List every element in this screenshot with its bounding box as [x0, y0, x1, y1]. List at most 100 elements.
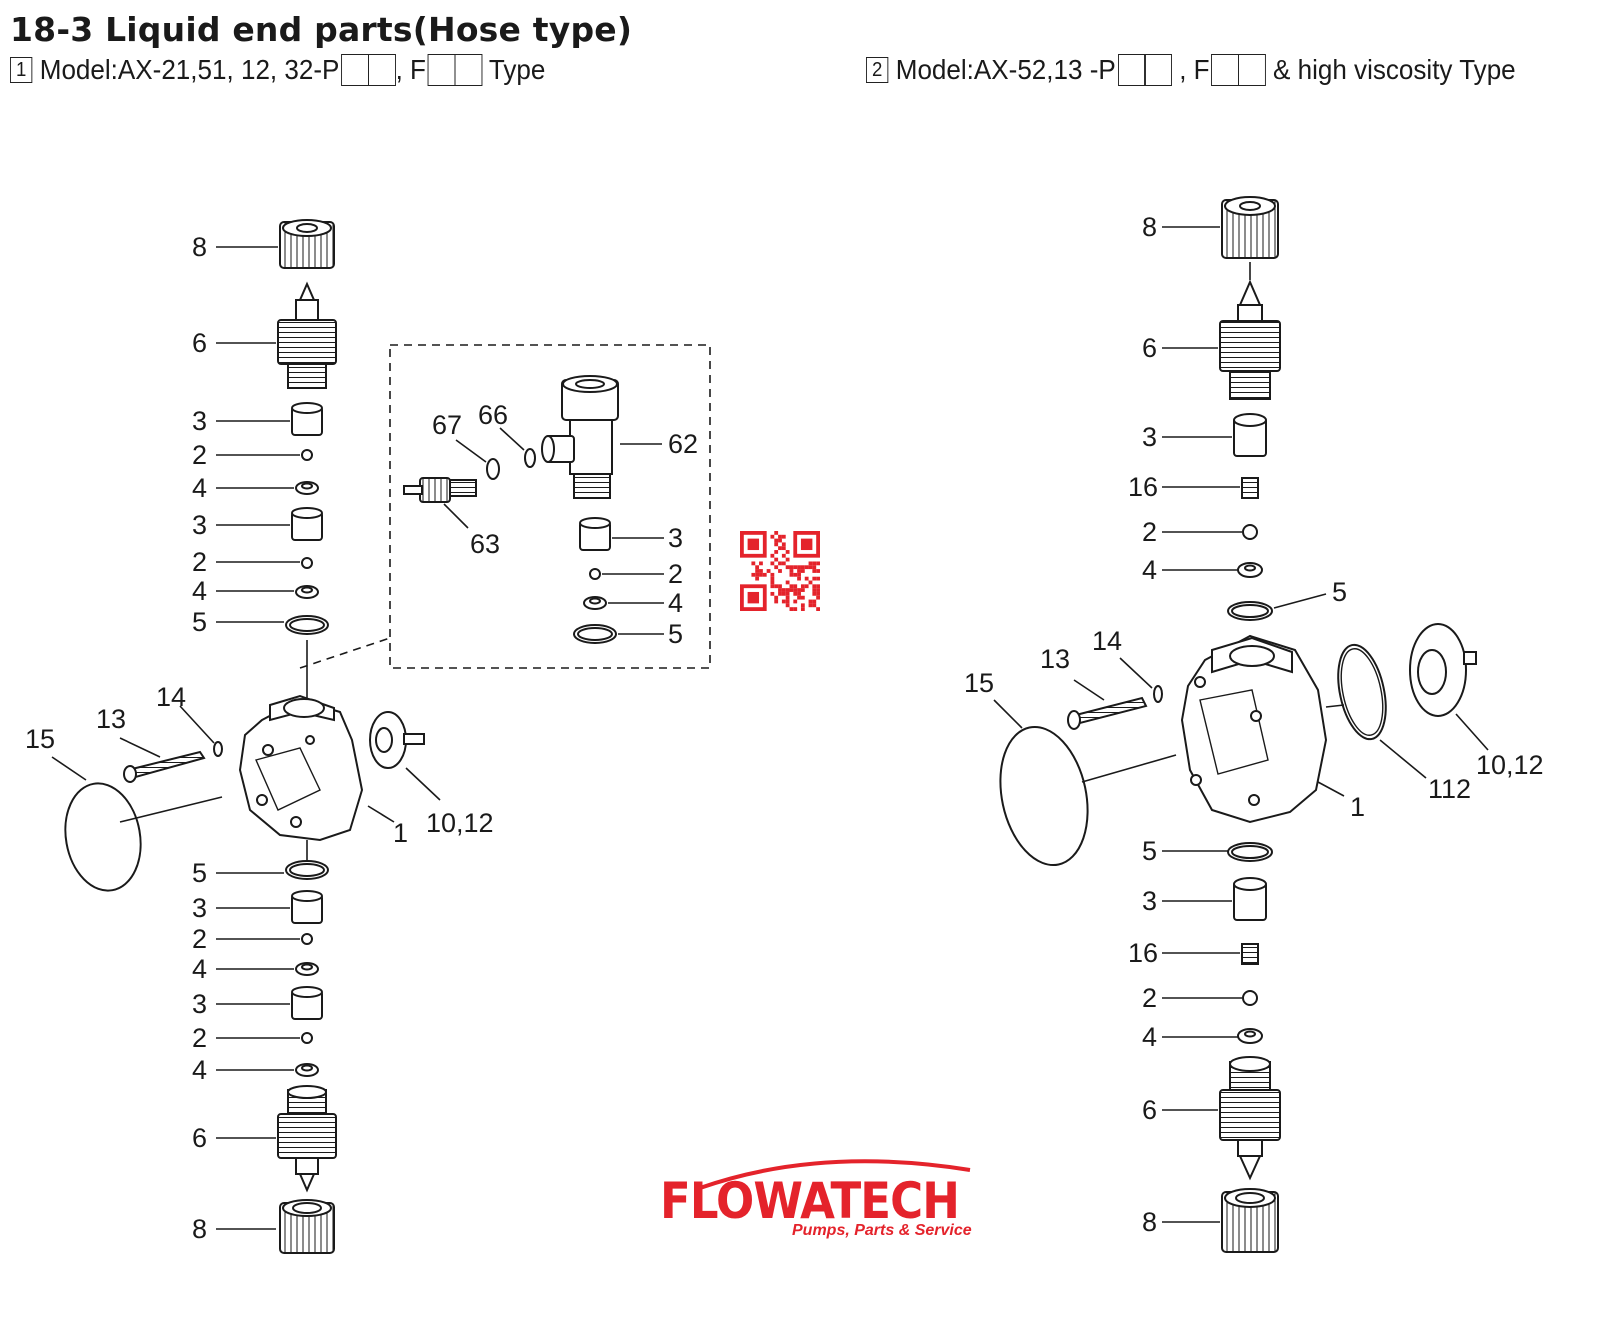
label-3: 3	[192, 510, 207, 540]
label-112: 112	[1428, 774, 1471, 804]
label-8: 8	[1142, 1207, 1157, 1237]
label-66: 66	[478, 400, 508, 430]
label-3: 3	[668, 523, 683, 553]
inset-connector	[299, 637, 391, 669]
valve-stack-lower	[285, 860, 329, 1077]
blank-box	[1211, 54, 1240, 86]
label-6: 6	[192, 328, 207, 358]
label-14: 14	[156, 682, 186, 712]
adjust-screw	[403, 477, 477, 503]
blank-box	[454, 54, 483, 86]
label-2: 2	[668, 559, 683, 589]
valve-stack-lower-right	[1227, 842, 1273, 1044]
label-4: 4	[1142, 1022, 1157, 1052]
label-2: 2	[192, 440, 207, 470]
cover-plate-left	[64, 782, 223, 892]
blank-box	[1117, 54, 1146, 86]
blank-box	[427, 54, 456, 86]
leader-lines-right	[993, 226, 1489, 1223]
bolt-and-washer-left	[123, 741, 223, 783]
hose-fitting-bottom-right	[1219, 1056, 1281, 1181]
pump-head-body-right	[1180, 634, 1328, 824]
model-2-prefix: Model:AX-52,13 -P	[895, 54, 1116, 85]
label-3: 3	[192, 989, 207, 1019]
label-67: 67	[432, 410, 462, 440]
o-ring-67	[486, 458, 500, 480]
label-4: 4	[1142, 555, 1157, 585]
label-6: 6	[1142, 1095, 1157, 1125]
page-title: 18-3 Liquid end parts(Hose type)	[10, 10, 633, 49]
blank-box	[1237, 54, 1266, 86]
o-ring-112	[1337, 643, 1387, 741]
qr-code	[740, 531, 820, 611]
label-2: 2	[1142, 517, 1157, 547]
label-3: 3	[1142, 422, 1157, 452]
right-assembly: 8 6 3 16 2 4 5 13 14 15 1 112 10,12 5 3 …	[964, 196, 1544, 1253]
cap-nut-top	[279, 219, 335, 269]
label-6: 6	[192, 1123, 207, 1153]
model-1-prefix: Model:AX-21,51, 12, 32-P	[39, 54, 340, 85]
label-3: 3	[192, 406, 207, 436]
label-6: 6	[1142, 333, 1157, 363]
label-2: 2	[192, 547, 207, 577]
label-2: 2	[1142, 983, 1157, 1013]
label-4: 4	[192, 954, 207, 984]
label-10-12: 10,12	[426, 808, 494, 838]
logo-brand: FLOWATECH	[660, 1172, 960, 1230]
label-16: 16	[1128, 938, 1158, 968]
label-5: 5	[1332, 577, 1347, 607]
label-4: 4	[192, 576, 207, 606]
label-5: 5	[668, 619, 683, 649]
hose-fitting-bottom	[277, 1085, 337, 1193]
cap-nut-bottom	[279, 1199, 335, 1254]
label-3: 3	[1142, 886, 1157, 916]
bolt-and-washer-right	[1067, 685, 1163, 730]
label-15: 15	[964, 668, 994, 698]
model-2-number: 2	[866, 57, 889, 83]
label-2: 2	[192, 1023, 207, 1053]
label-8: 8	[192, 232, 207, 262]
blank-box	[1144, 54, 1172, 86]
model-1-mid: , F	[395, 54, 426, 85]
label-63: 63	[470, 529, 500, 559]
model-2-heading: 2 Model:AX-52,13 -P , F & high viscosity…	[866, 54, 1516, 86]
label-5: 5	[192, 858, 207, 888]
model-1-heading: 1 Model:AX-21,51, 12, 32-P , F Type	[10, 54, 545, 86]
blank-box	[341, 54, 370, 86]
model-2-mid: , F	[1171, 54, 1210, 85]
flowatech-logo: FLOWATECH Pumps, Parts & Service	[660, 1152, 980, 1248]
label-13: 13	[96, 704, 126, 734]
cover-plate-right	[999, 725, 1177, 867]
tee-fitting	[541, 375, 619, 499]
model-1-suffix: Type	[482, 54, 546, 85]
label-1: 1	[1350, 792, 1365, 822]
hose-fitting-top-right	[1219, 279, 1281, 400]
label-16: 16	[1128, 472, 1158, 502]
label-2: 2	[192, 924, 207, 954]
label-13: 13	[1040, 644, 1070, 674]
valve-stack-upper	[285, 402, 329, 635]
relief-valve-inset: 67 66 62 63 3 2 4 5	[299, 344, 711, 669]
label-5: 5	[192, 607, 207, 637]
label-4: 4	[192, 473, 207, 503]
label-15: 15	[25, 724, 55, 754]
diaphragm-right	[1409, 623, 1477, 717]
label-10-12: 10,12	[1476, 750, 1544, 780]
label-8: 8	[192, 1214, 207, 1244]
label-3: 3	[192, 893, 207, 923]
label-1: 1	[393, 818, 408, 848]
pump-head-body	[238, 694, 364, 842]
label-4: 4	[192, 1055, 207, 1085]
ball-inset	[589, 568, 601, 580]
inset-frame	[389, 344, 711, 669]
cap-nut-top-right	[1221, 196, 1279, 259]
label-5: 5	[1142, 836, 1157, 866]
cap-nut-bottom-right	[1221, 1188, 1279, 1253]
label-62: 62	[668, 429, 698, 459]
model-2-suffix: & high viscosity Type	[1265, 54, 1516, 85]
label-8: 8	[1142, 212, 1157, 242]
logo-tagline: Pumps, Parts & Service	[792, 1222, 972, 1239]
label-14: 14	[1092, 626, 1122, 656]
blank-box	[367, 54, 396, 86]
